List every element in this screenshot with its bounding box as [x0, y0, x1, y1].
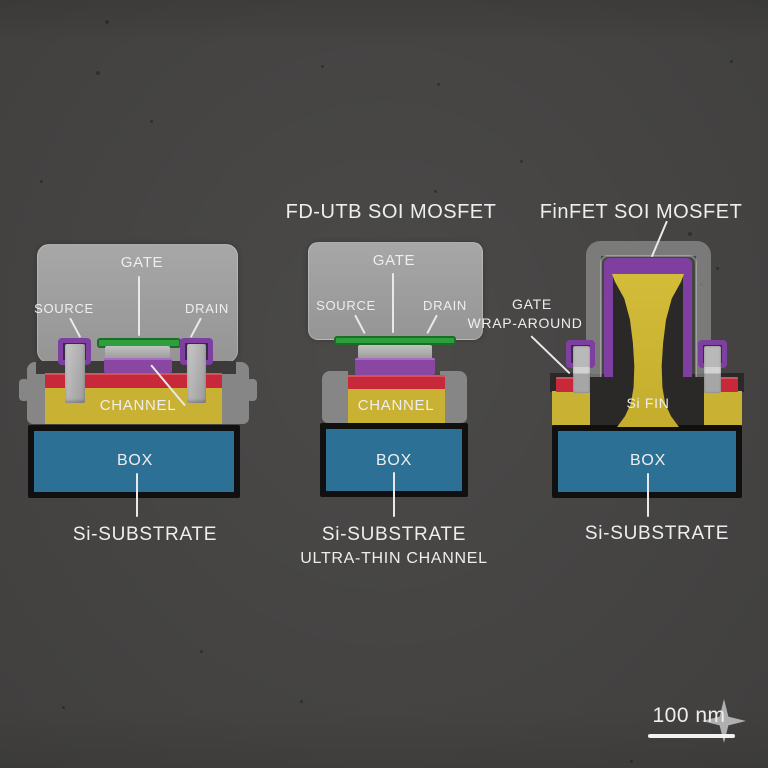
soi-sidewall-tab-right — [247, 379, 257, 401]
finfet-drain-block — [704, 391, 742, 425]
fdutb-spacer-block — [358, 345, 432, 359]
soi-substrate-label: Si-SUBSTRATE — [72, 524, 218, 545]
leader-line — [136, 473, 138, 517]
finfet-substrate-label: Si-SUBSTRATE — [584, 523, 730, 544]
soi-drain-plug — [187, 344, 206, 403]
scale-bar-label: 100 nm — [652, 704, 726, 727]
fdutb-sidewall-left — [322, 371, 348, 423]
finfet-title: FinFET SOI MOSFET — [539, 201, 743, 223]
soi-channel-body — [104, 358, 172, 373]
fdutb-drain-label: DRAIN — [423, 298, 467, 313]
scale-bar-line — [648, 734, 735, 738]
background-speck — [520, 160, 523, 163]
background-speck — [300, 700, 303, 703]
fdutb-raised-sd-layer — [348, 375, 445, 389]
finfet-source-cap — [556, 377, 575, 392]
background-speck — [434, 190, 437, 193]
leader-line — [530, 335, 571, 375]
leader-line — [392, 273, 394, 333]
background-speck — [96, 71, 100, 75]
soi-spacer-block — [105, 346, 170, 359]
finfet-source-plug — [573, 346, 590, 393]
soi-channel-label: CHANNEL — [99, 397, 177, 414]
leader-line — [647, 473, 649, 517]
soi-drain-label: DRAIN — [185, 301, 229, 316]
soi-gate-label: GATE — [120, 254, 164, 271]
background-speck — [105, 20, 109, 24]
soi-source-label: SOURCE — [34, 301, 94, 316]
leader-line — [138, 276, 140, 336]
finfet-drain-plug — [704, 346, 721, 393]
fdutb-source-label: SOURCE — [316, 298, 376, 313]
background-speck — [200, 650, 203, 653]
background-speck — [437, 83, 440, 86]
finfet-drain-cap — [719, 377, 738, 392]
background-speck — [630, 760, 633, 763]
finfet-wrap-label-line1: GATE — [512, 296, 552, 312]
finfet-box-label: BOX — [630, 452, 666, 469]
soi-raised-sd-layer — [45, 373, 222, 388]
fdutb-box-label: BOX — [376, 452, 412, 469]
soi-sidewall-tab-left — [19, 379, 29, 401]
finfet-metal-gate-wrap-inner — [600, 255, 697, 377]
leader-line — [393, 472, 395, 517]
finfet-wrap-label-line2: WRAP-AROUND — [467, 315, 583, 331]
soi-box-label: BOX — [117, 452, 153, 469]
fdutb-gate-label: GATE — [372, 252, 416, 269]
background-speck — [40, 180, 43, 183]
background-speck — [321, 65, 324, 68]
fdutb-gate-oxide — [334, 336, 456, 345]
fdutb-title: FD-UTB SOI MOSFET — [285, 201, 497, 223]
finfet-gate-oxide-wrap — [604, 258, 692, 377]
background-speck — [730, 60, 733, 63]
background-speck — [62, 706, 65, 709]
background-speck — [688, 232, 692, 236]
soi-box-oxide — [34, 431, 234, 492]
fdutb-ultrathin-note: ULTRA-THIN CHANNEL — [300, 550, 488, 567]
fdutb-channel-body — [355, 358, 435, 375]
fdutb-channel-label: CHANNEL — [357, 397, 435, 414]
finfet-source-block — [552, 391, 590, 425]
fdutb-silicon-film — [348, 389, 445, 423]
background-speck — [150, 120, 153, 123]
fdutb-substrate-label: Si-SUBSTRATE — [321, 524, 467, 545]
finfet-fin-label: Si FIN — [626, 395, 670, 411]
soi-source-plug — [65, 344, 85, 403]
background-speck — [716, 267, 719, 270]
